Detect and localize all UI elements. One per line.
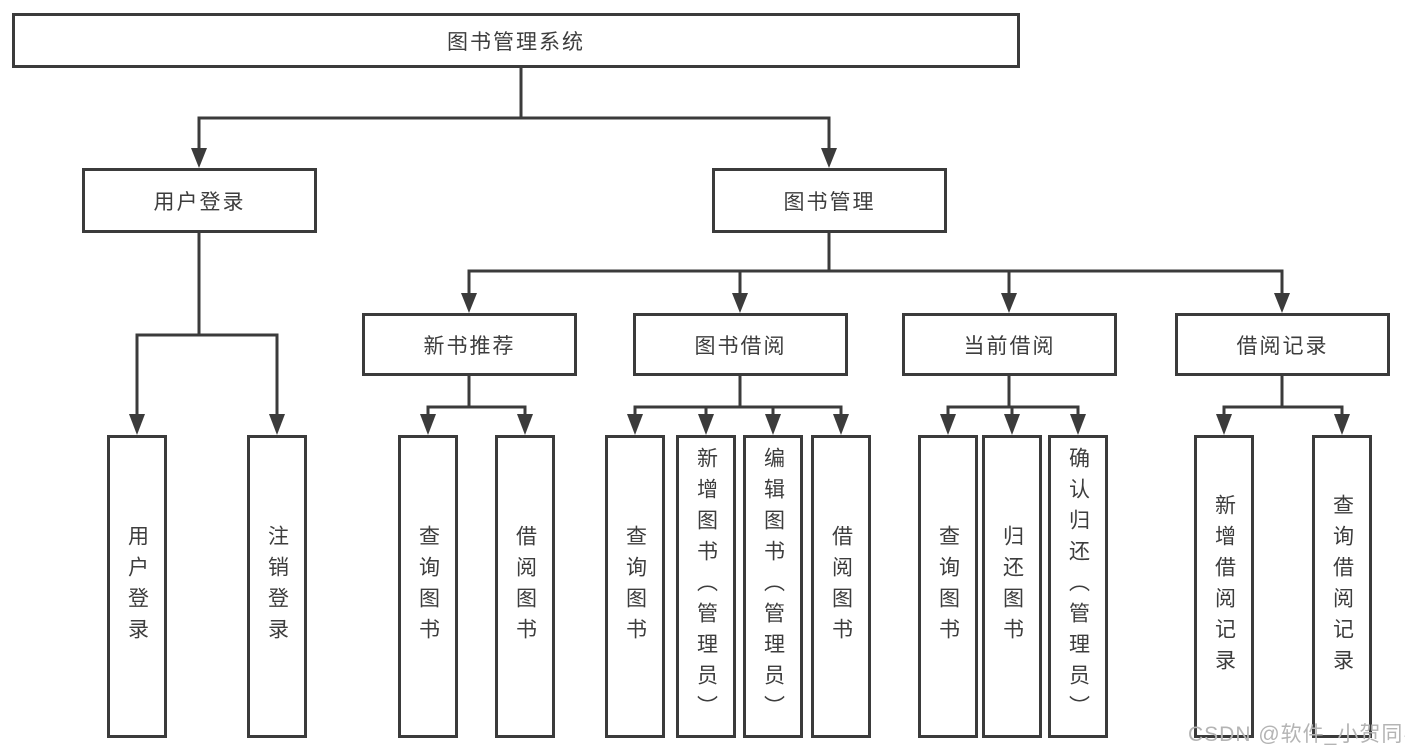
leaf-query-borrow-record: 查询借阅记录 (1312, 435, 1372, 738)
node-book-management: 图书管理 (712, 168, 947, 233)
leaf-user-login: 用户登录 (107, 435, 167, 738)
leaf-add-books-admin: 新增图书（管理员） (676, 435, 736, 738)
node-new-book-recommendation: 新书推荐 (362, 313, 577, 376)
leaf-borrow-books-recommend: 借阅图书 (495, 435, 555, 738)
leaf-query-books-borrowing: 查询图书 (605, 435, 665, 738)
node-current-borrowing: 当前借阅 (902, 313, 1117, 376)
leaf-confirm-return-admin: 确认归还（管理员） (1048, 435, 1108, 738)
leaf-borrow-books-borrowing: 借阅图书 (811, 435, 871, 738)
leaf-logout: 注销登录 (247, 435, 307, 738)
csdn-watermark: CSDN @软件_小贺同学 (1188, 723, 1405, 746)
leaf-edit-books-admin: 编辑图书（管理员） (743, 435, 803, 738)
leaf-query-books-current: 查询图书 (918, 435, 978, 738)
node-book-borrowing: 图书借阅 (633, 313, 848, 376)
node-borrowing-records: 借阅记录 (1175, 313, 1390, 376)
node-user-login: 用户登录 (82, 168, 317, 233)
node-library-management-system: 图书管理系统 (12, 13, 1020, 68)
leaf-return-books: 归还图书 (982, 435, 1042, 738)
leaf-add-borrow-record: 新增借阅记录 (1194, 435, 1254, 738)
leaf-query-books-recommend: 查询图书 (398, 435, 458, 738)
